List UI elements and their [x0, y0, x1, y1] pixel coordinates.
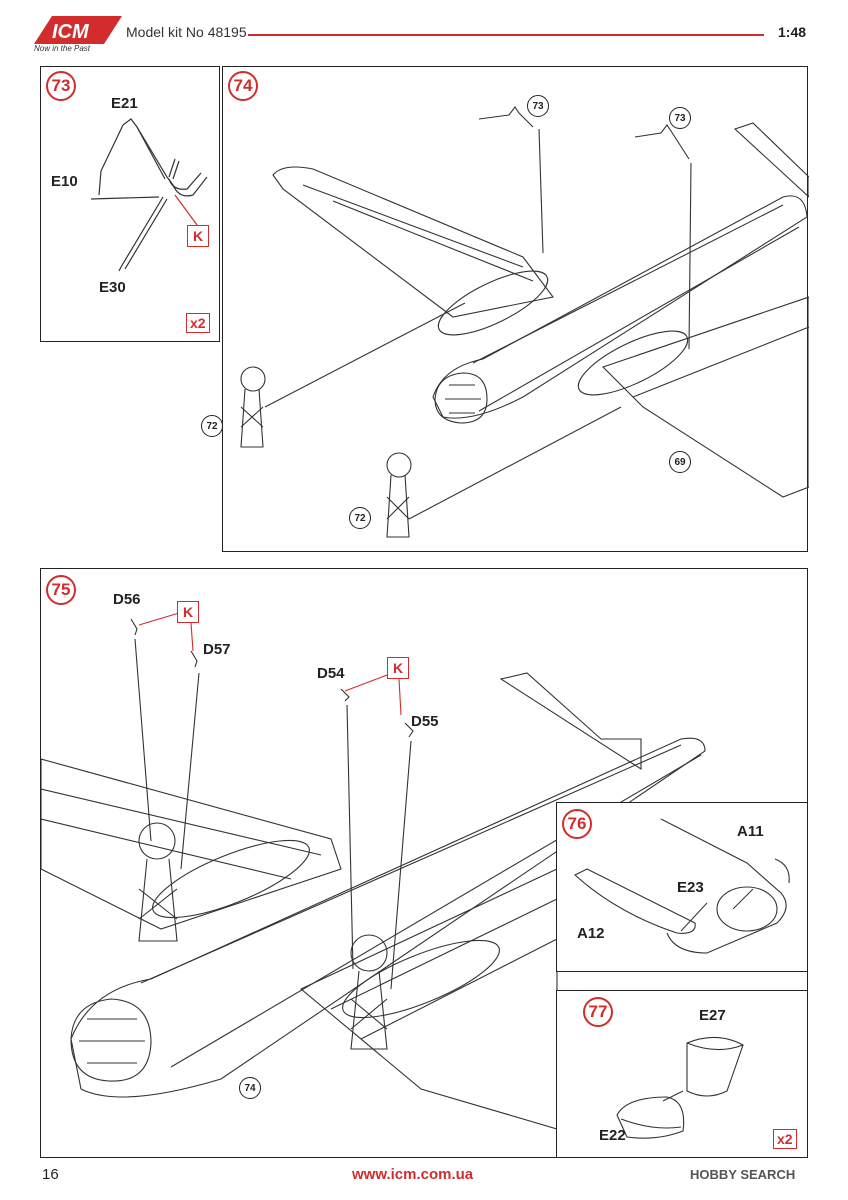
- step-73-drawing: [90, 118, 208, 272]
- kit-scale: 1:48: [778, 24, 807, 40]
- part-e10: E10: [51, 173, 78, 190]
- decal-k-marker: K: [187, 225, 209, 247]
- step-73-badge: 73: [46, 71, 76, 101]
- ref-72-a: 72: [201, 415, 223, 437]
- part-e30: E30: [99, 279, 126, 296]
- part-a11: A11: [737, 823, 764, 840]
- step-77-drawing: [616, 1036, 744, 1139]
- ref-69: 69: [669, 451, 691, 473]
- part-d56: D56: [113, 591, 141, 608]
- part-a12: A12: [577, 925, 605, 942]
- multiplier-x2: x2: [186, 313, 210, 333]
- step-76-drawing: [574, 818, 790, 954]
- step-74-badge: 74: [228, 71, 258, 101]
- part-e21: E21: [111, 95, 138, 112]
- page-number: 16: [42, 1166, 59, 1183]
- step-75-badge: 75: [46, 575, 76, 605]
- site-url[interactable]: www.icm.com.ua: [352, 1166, 474, 1183]
- ref-73-a: 73: [527, 95, 549, 117]
- watermark: HOBBY SEARCH: [690, 1167, 796, 1182]
- step-77-panel: 77 E27 E22 x2: [556, 990, 808, 1158]
- step-73-panel: 73 E21 E10 E30 K x2: [40, 66, 220, 342]
- icm-logo: ICM: [34, 16, 122, 44]
- decal-k-marker-b: K: [387, 657, 409, 679]
- decal-k-marker-a: K: [177, 601, 199, 623]
- step-74-panel: 74: [201, 66, 809, 552]
- kit-title: Model kit No 48195: [126, 24, 247, 40]
- part-e22: E22: [599, 1127, 626, 1144]
- step-76-panel: 76 A11 E23 A12: [556, 802, 808, 972]
- step-76-badge: 76: [562, 809, 592, 839]
- ref-72-b: 72: [349, 507, 371, 529]
- ref-74: 74: [239, 1077, 261, 1099]
- multiplier-x2-77: x2: [773, 1129, 797, 1149]
- step-77-badge: 77: [583, 997, 613, 1027]
- svg-text:ICM: ICM: [52, 21, 90, 43]
- header-rule: [248, 34, 764, 36]
- part-e23: E23: [677, 879, 704, 896]
- brand-tagline: Now in the Past: [34, 44, 91, 53]
- part-d55: D55: [411, 713, 439, 730]
- step-74-drawing: [240, 106, 809, 538]
- part-d57: D57: [203, 641, 231, 658]
- part-e27: E27: [699, 1007, 726, 1024]
- part-d54: D54: [317, 665, 345, 682]
- ref-73-b: 73: [669, 107, 691, 129]
